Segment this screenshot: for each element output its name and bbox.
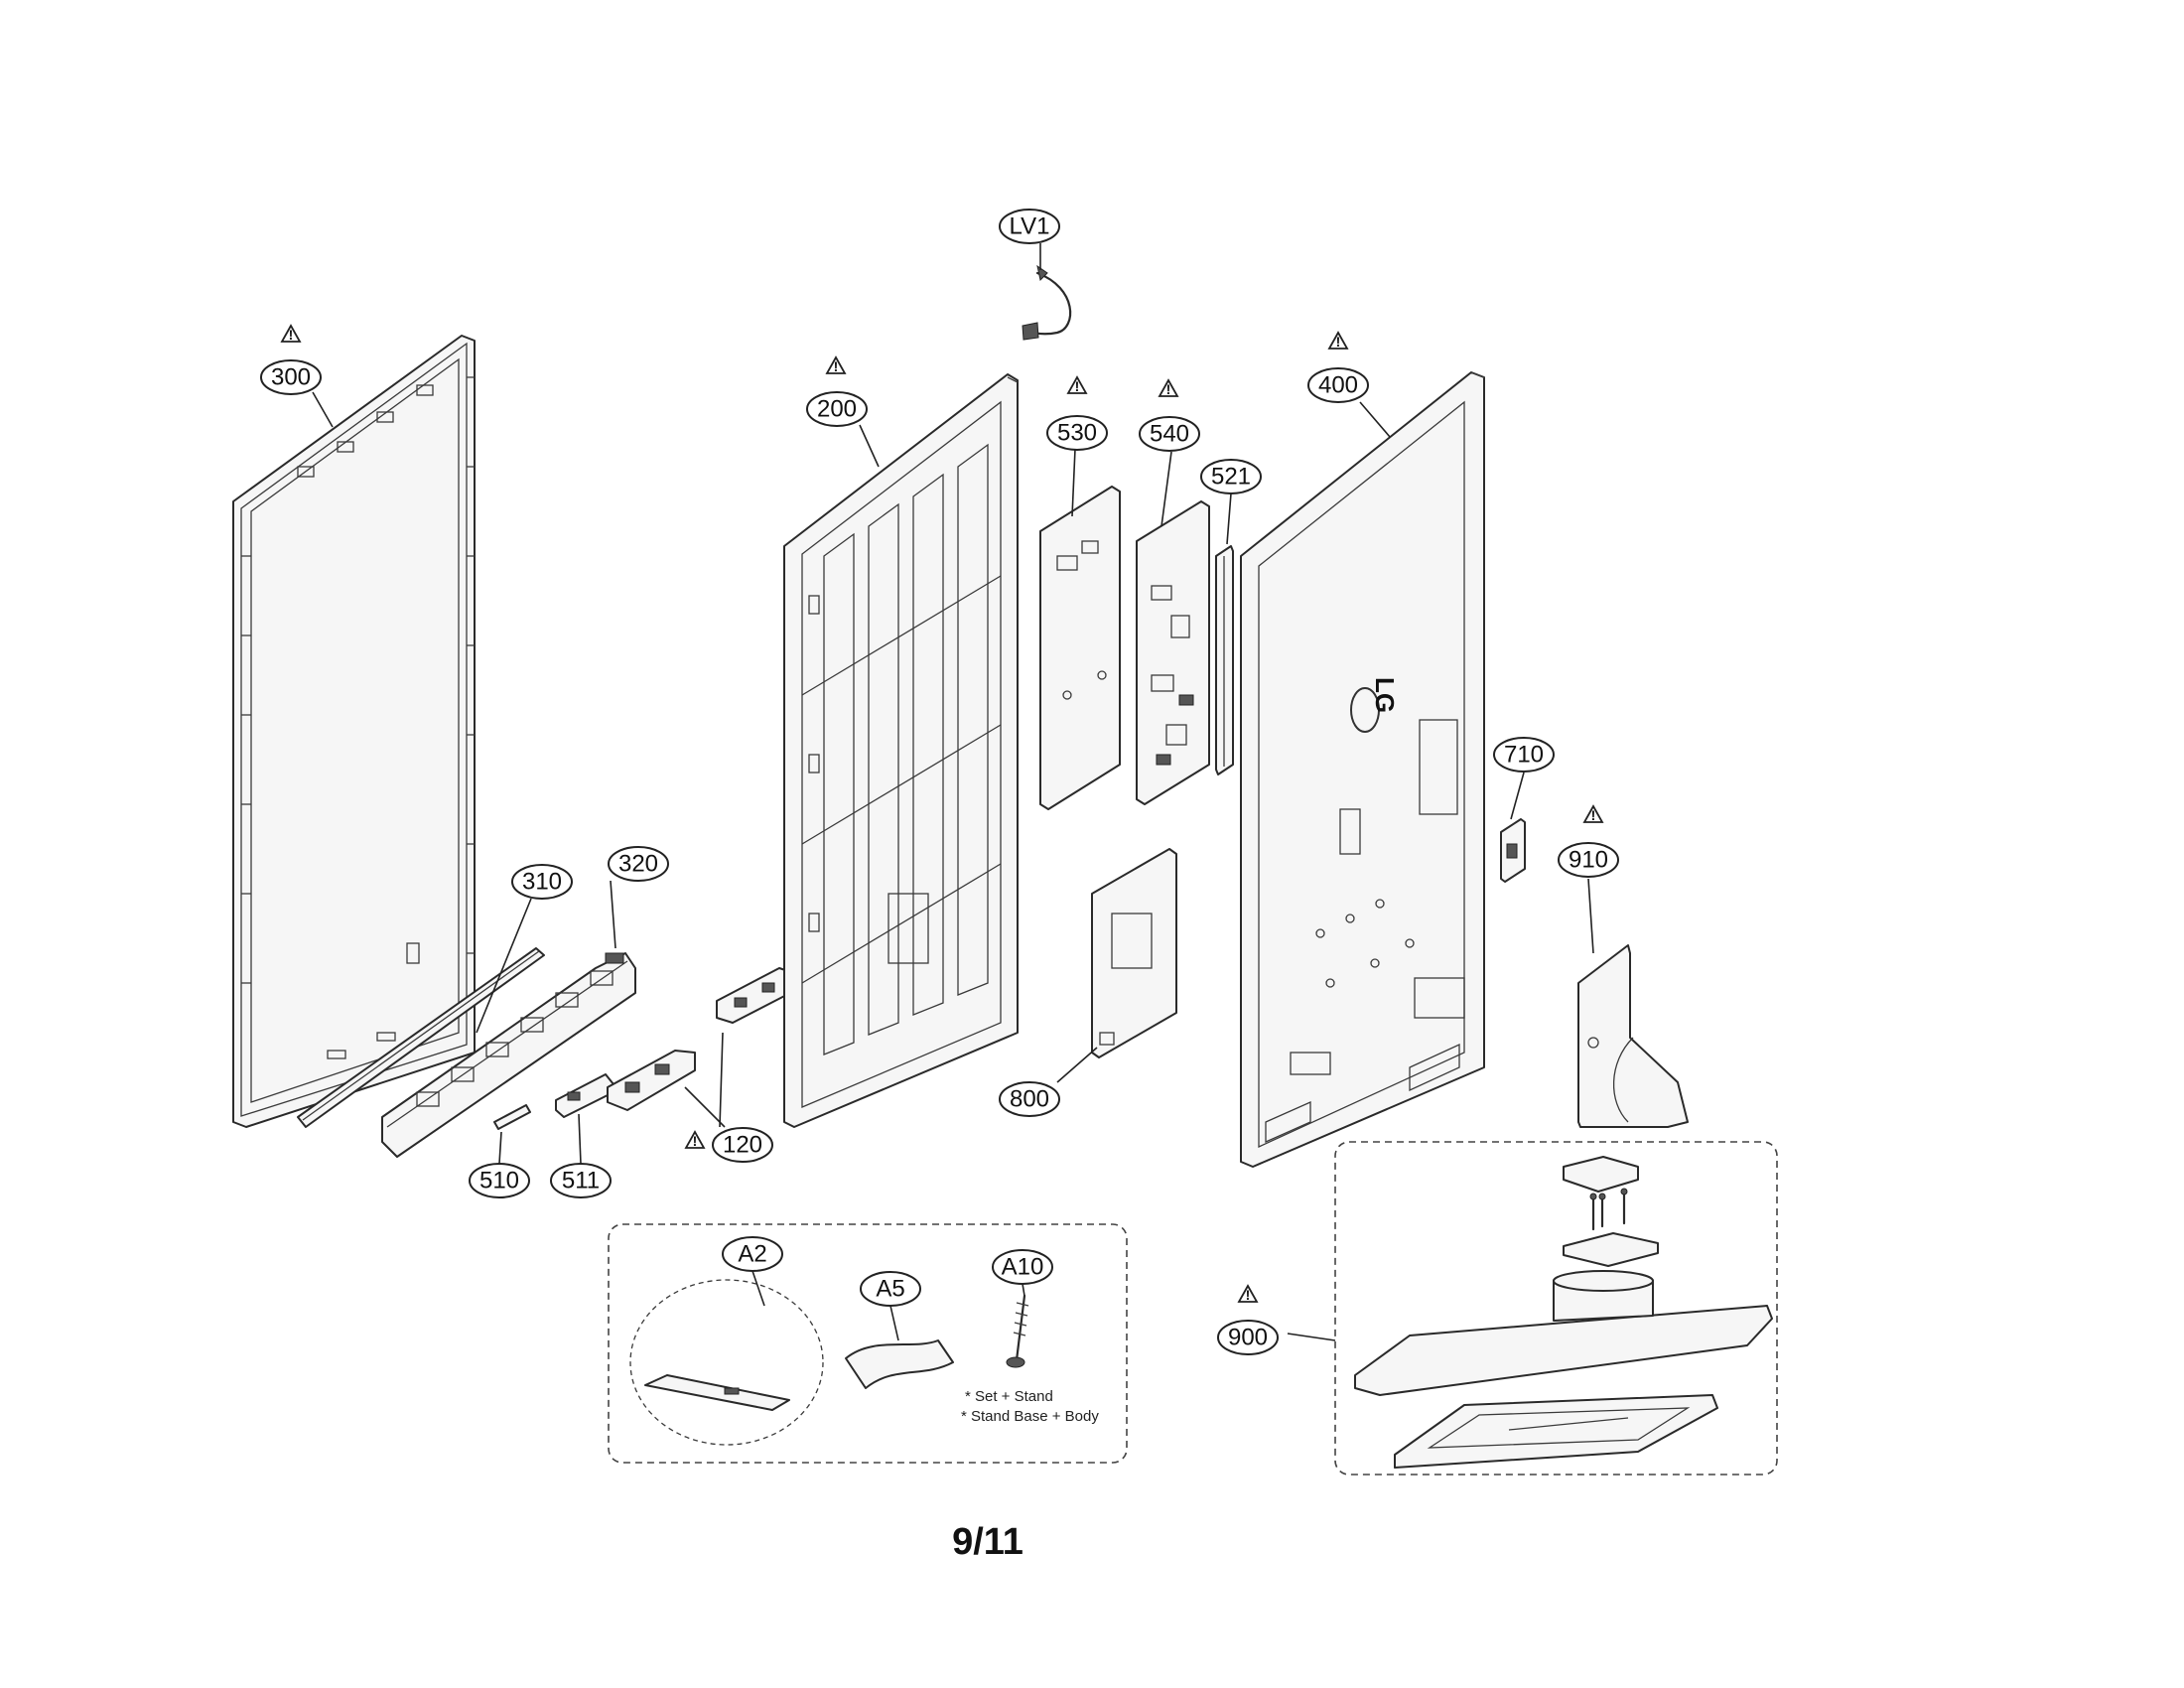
callout-530: 530 <box>1046 415 1108 451</box>
part-lv1-cable <box>1022 264 1072 341</box>
svg-text:710: 710 <box>1504 742 1544 769</box>
accessories-box: * Set + Stand * Stand Base + Body <box>608 1223 1128 1464</box>
warning-triangle-icon: ! <box>1582 804 1604 823</box>
callout-511: 511 <box>550 1163 612 1198</box>
lg-logo-icon: LG <box>1350 677 1400 733</box>
callout-510: 510 <box>469 1163 530 1198</box>
part-710-side-bracket <box>1500 818 1526 883</box>
svg-text:!: ! <box>1075 378 1080 394</box>
callout-320: 320 <box>608 846 669 882</box>
callout-a10: A10 <box>992 1249 1053 1285</box>
part-320-bottom-bracket <box>381 952 636 1158</box>
callout-lv1: LV1 <box>999 209 1060 244</box>
part-300-front-cabinet <box>232 335 476 1128</box>
warning-triangle-icon: ! <box>1066 375 1088 394</box>
callout-400: 400 <box>1307 367 1369 403</box>
svg-text:!: ! <box>693 1133 698 1149</box>
svg-text:530: 530 <box>1057 420 1097 447</box>
part-400-back-cover: LG <box>1240 371 1485 1168</box>
part-510-button-strip <box>493 1104 531 1130</box>
svg-text:510: 510 <box>479 1168 519 1195</box>
svg-text:!: ! <box>834 358 839 374</box>
svg-text:511: 511 <box>562 1168 600 1195</box>
svg-text:LV1: LV1 <box>1010 213 1050 240</box>
svg-text:A2: A2 <box>738 1241 766 1268</box>
svg-text:521: 521 <box>1211 464 1251 491</box>
callout-300: 300 <box>260 359 322 395</box>
warning-triangle-icon: ! <box>1237 1284 1259 1303</box>
warning-triangle-icon: ! <box>1327 331 1349 350</box>
svg-text:A10: A10 <box>1002 1254 1044 1281</box>
svg-text:!: ! <box>1336 334 1341 350</box>
callout-a5: A5 <box>860 1271 921 1307</box>
svg-text:200: 200 <box>817 396 857 423</box>
note-stand-base-body: * Stand Base + Body <box>961 1408 1099 1425</box>
svg-text:540: 540 <box>1150 421 1189 448</box>
callout-800: 800 <box>999 1081 1060 1117</box>
warning-triangle-icon: ! <box>684 1130 706 1149</box>
svg-text:300: 300 <box>271 364 311 391</box>
part-521-side-board <box>1215 545 1234 775</box>
svg-text:310: 310 <box>522 869 562 896</box>
svg-text:120: 120 <box>723 1132 762 1159</box>
callout-120: 120 <box>712 1127 773 1163</box>
svg-text:910: 910 <box>1569 847 1608 874</box>
leader-lines <box>312 243 1594 1341</box>
page-number: 9/11 <box>952 1521 1024 1563</box>
callout-910: 910 <box>1558 842 1619 878</box>
svg-text:320: 320 <box>618 851 658 878</box>
warning-triangle-icon: ! <box>825 355 847 374</box>
part-310-frame-bar <box>297 947 545 1128</box>
part-800-bracket <box>1091 848 1177 1058</box>
svg-text:800: 800 <box>1010 1086 1049 1113</box>
callout-200: 200 <box>806 391 868 427</box>
svg-text:!: ! <box>289 327 294 343</box>
warning-triangle-icon: ! <box>280 324 302 343</box>
stand-assembly-box <box>1334 1141 1778 1476</box>
svg-text:900: 900 <box>1228 1325 1268 1351</box>
note-set-stand: * Set + Stand <box>965 1388 1053 1405</box>
part-200-main-frame <box>783 373 1019 1128</box>
part-530-power-board <box>1039 486 1121 810</box>
callout-900: 900 <box>1217 1320 1279 1355</box>
svg-text:!: ! <box>1246 1287 1251 1303</box>
part-511-key-board <box>555 1073 614 1118</box>
warning-markers: ! ! ! ! ! ! ! ! <box>280 324 1604 1303</box>
back-cover-logo: LG <box>1370 677 1400 713</box>
callout-540: 540 <box>1139 416 1200 452</box>
warning-triangle-icon: ! <box>1158 378 1179 397</box>
svg-text:!: ! <box>1591 807 1596 823</box>
svg-text:A5: A5 <box>876 1276 904 1303</box>
part-910-stand-neck <box>1577 944 1689 1128</box>
callout-310: 310 <box>511 864 573 900</box>
callout-a2: A2 <box>722 1236 783 1272</box>
callout-710: 710 <box>1493 737 1555 773</box>
svg-text:400: 400 <box>1318 372 1358 399</box>
callout-521: 521 <box>1200 459 1262 494</box>
part-540-main-board <box>1136 500 1210 805</box>
svg-text:!: ! <box>1166 381 1171 397</box>
